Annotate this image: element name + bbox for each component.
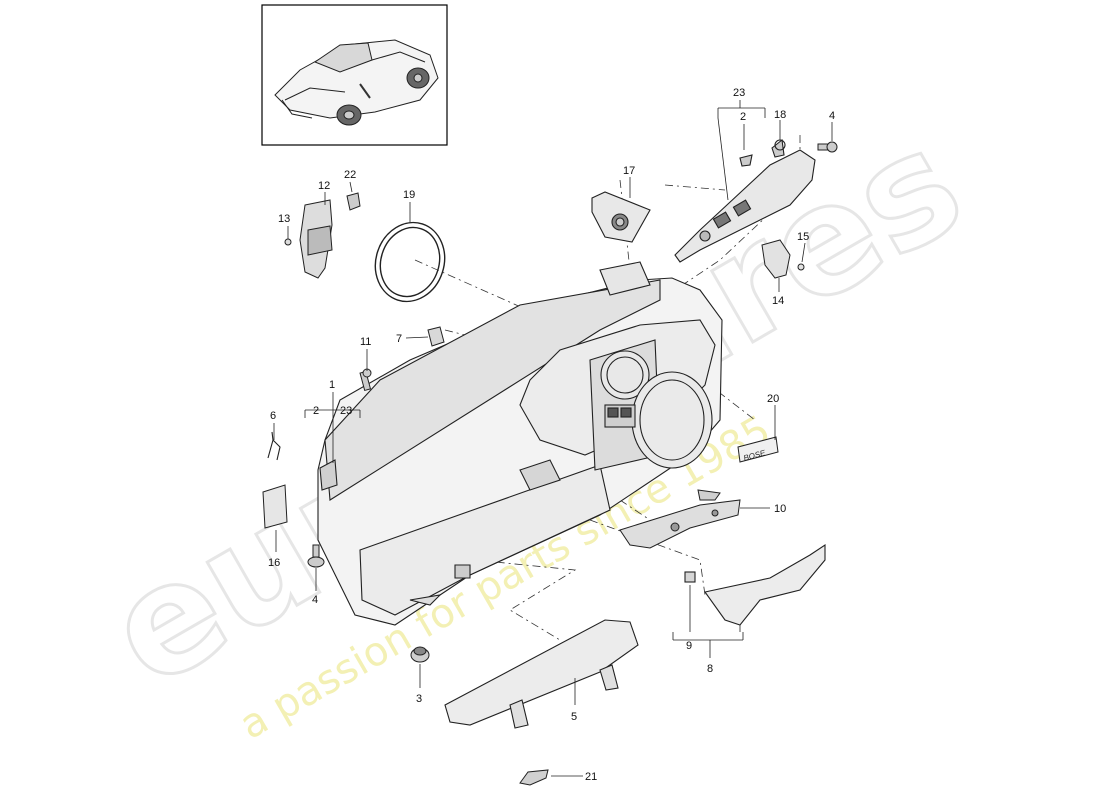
- cover-plate-icon: [262, 484, 288, 529]
- speaker-cover-icon: [761, 239, 805, 279]
- lock-bracket-icon: [284, 192, 361, 279]
- tweeter-cover-icon: [591, 191, 651, 243]
- callout-22: 22: [344, 169, 356, 181]
- callout-2-left: 2: [313, 405, 319, 417]
- callout-17: 17: [623, 165, 635, 177]
- bracket-icon: [519, 769, 549, 786]
- callout-14: 14: [772, 295, 784, 307]
- callout-12: 12: [318, 180, 330, 192]
- callout-11: 11: [360, 336, 371, 348]
- switch-housing-icon: [674, 138, 816, 263]
- callout-16: 16: [268, 557, 280, 569]
- spring-clip-icon: [267, 431, 281, 461]
- callout-7: 7: [396, 333, 402, 345]
- door-trim-panel: [317, 261, 723, 626]
- callout-9: 9: [686, 640, 692, 652]
- screw-top-icon: [817, 141, 838, 153]
- callout-10: 10: [774, 503, 786, 515]
- callout-6: 6: [270, 410, 276, 422]
- callout-19: 19: [403, 189, 415, 201]
- convertible-car-icon: [274, 39, 439, 126]
- callout-4-bottom: 4: [312, 594, 318, 606]
- callout-18: 18: [774, 109, 786, 121]
- callout-23-left: 23: [340, 405, 352, 417]
- callout-2-top: 2: [740, 111, 746, 123]
- callout-13: 13: [278, 213, 290, 225]
- grommet-icon: [410, 646, 430, 663]
- callout-15: 15: [797, 231, 809, 243]
- callout-3: 3: [416, 693, 422, 705]
- grab-trim-icon: [684, 543, 826, 626]
- callout-20: 20: [767, 393, 779, 405]
- callout-4-top: 4: [829, 110, 835, 122]
- vehicle-inset: [261, 4, 448, 146]
- fastener-icon: [307, 544, 325, 568]
- callout-5: 5: [571, 711, 577, 723]
- callout-labels: 1 2 23 23 2 18 4 22 12 13 19 17 7 11 6 1…: [268, 87, 835, 783]
- callout-8: 8: [707, 663, 713, 675]
- armrest-pocket-icon: [444, 619, 639, 729]
- speaker-ring-icon: [374, 221, 446, 303]
- clip-icon: [427, 326, 445, 347]
- door-handle-icon: [619, 489, 741, 549]
- callout-1: 1: [329, 379, 335, 391]
- callout-21: 21: [585, 771, 597, 783]
- callout-23-top: 23: [733, 87, 745, 99]
- leader-lines: [273, 100, 833, 777]
- screw-icon: [359, 368, 372, 392]
